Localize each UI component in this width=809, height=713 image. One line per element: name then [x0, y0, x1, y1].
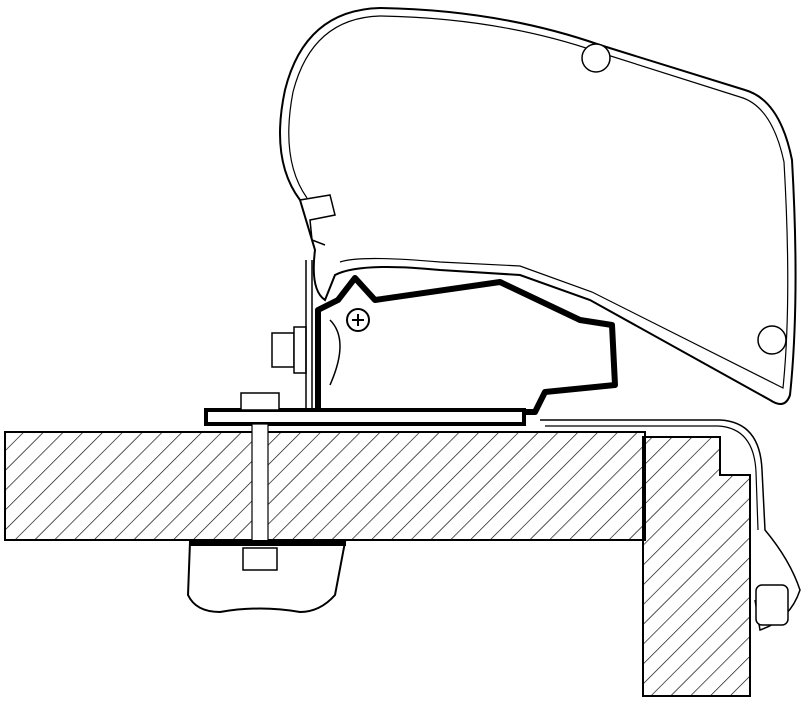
roof-panel [4, 431, 646, 541]
interior-bracket [186, 541, 347, 614]
corner-trim-inner [545, 425, 759, 531]
bolt-head [240, 392, 280, 411]
case-channel-top [581, 43, 611, 73]
case-hook [299, 194, 336, 246]
rubber-pad [329, 319, 341, 386]
screw-cross-icon [352, 314, 364, 326]
interior-plate [190, 540, 346, 546]
side-bracket [305, 260, 313, 410]
side-nut [271, 332, 295, 368]
awning-case-inner [288, 15, 789, 389]
case-channel-right [757, 325, 787, 355]
awning-case [279, 6, 797, 405]
adapter-profile [315, 275, 618, 415]
base-rail [204, 408, 526, 426]
trim-clip [755, 584, 789, 626]
side-washer [293, 326, 307, 374]
bottom-nut-front [242, 547, 278, 571]
side-wall [642, 436, 751, 697]
